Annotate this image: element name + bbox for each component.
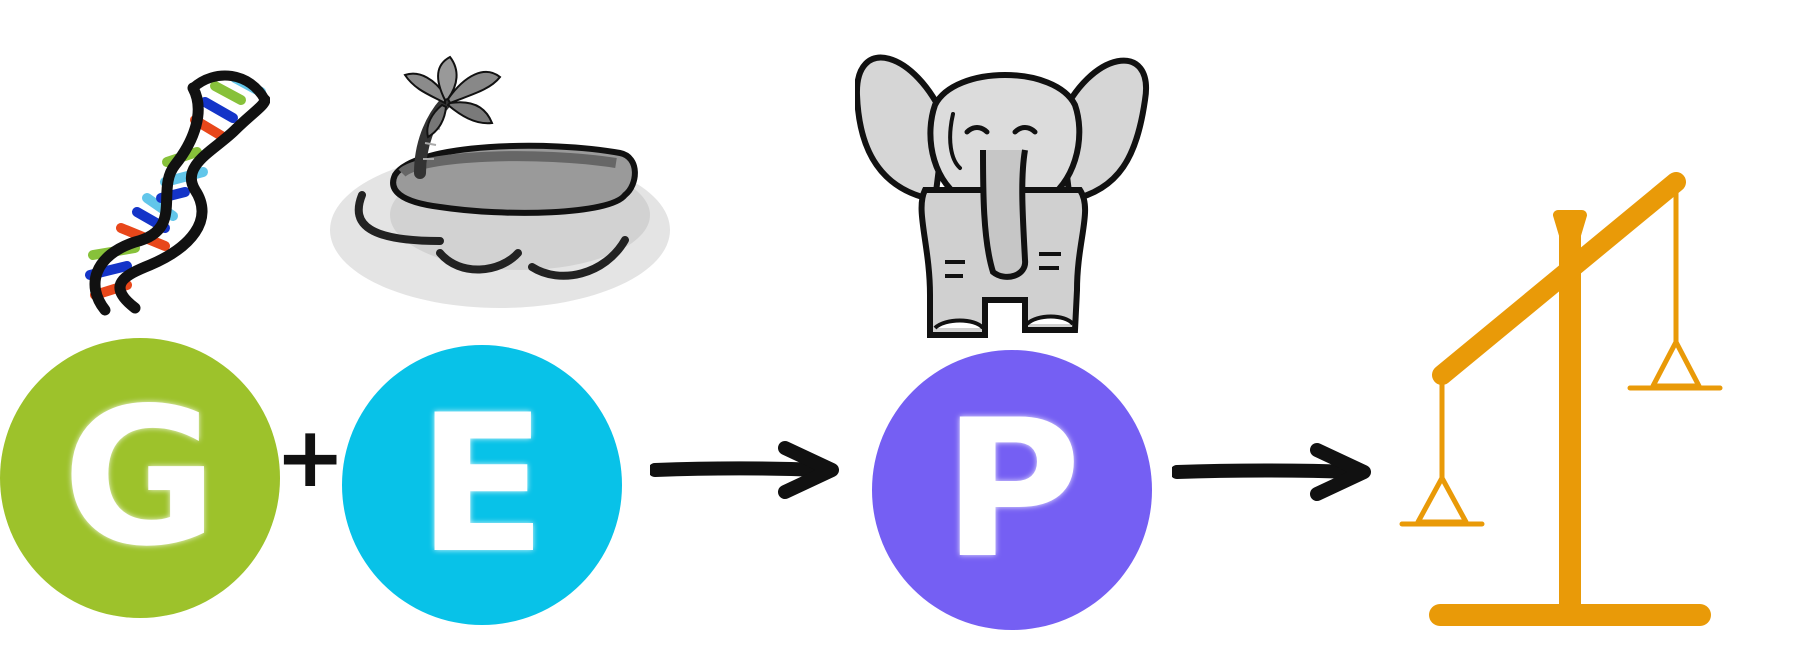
node-e-letter: E bbox=[417, 374, 547, 595]
node-p-circle: P bbox=[872, 350, 1152, 630]
node-g-circle: G bbox=[0, 338, 280, 618]
node-e-circle: E bbox=[342, 345, 622, 625]
arrow-right-icon bbox=[1172, 443, 1371, 501]
balance-scale-icon bbox=[1399, 172, 1723, 626]
node-p-letter: P bbox=[942, 379, 1082, 600]
node-g-letter: G bbox=[62, 367, 218, 588]
plus-operator: + bbox=[275, 408, 346, 506]
island-icon bbox=[330, 55, 670, 308]
arrow-right-icon bbox=[650, 441, 839, 499]
elephant-icon bbox=[855, 54, 1150, 338]
dna-icon bbox=[85, 70, 270, 316]
